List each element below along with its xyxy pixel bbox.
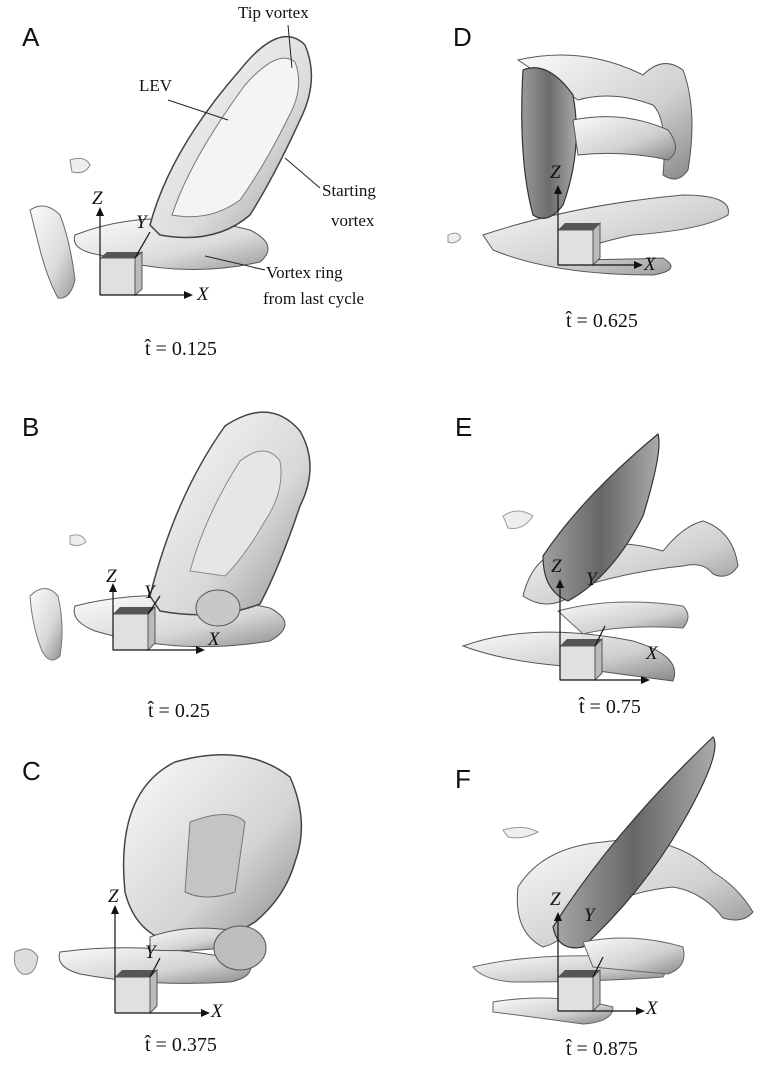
vortex-isosurface-b xyxy=(0,356,380,712)
panel-b: B Z Y X t̂ = 0.25 xyxy=(0,356,380,712)
time-label: t̂ = 0.375 xyxy=(145,1034,217,1057)
panel-a: A Tip vortex LEV Starting vortex Vor xyxy=(0,0,380,356)
annotation-lev: LEV xyxy=(139,75,172,96)
annotation-tip-vortex: Tip vortex xyxy=(238,2,309,23)
panel-e: E Z Y X t̂ = 0.75 xyxy=(383,356,763,712)
vortex-isosurface-f xyxy=(383,712,763,1068)
axis-label-y: Y xyxy=(584,905,595,927)
axis-label-x: X xyxy=(644,254,656,276)
axis-label-z: Z xyxy=(108,886,119,908)
time-label: t̂ = 0.875 xyxy=(566,1038,638,1061)
axis-label-z: Z xyxy=(550,162,561,184)
vortex-isosurface-d xyxy=(383,0,763,356)
axis-label-y: Y xyxy=(136,212,147,234)
axis-label-y: Y xyxy=(144,582,155,604)
axis-label-y: Y xyxy=(145,942,156,964)
axis-label-z: Z xyxy=(92,188,103,210)
axis-label-z: Z xyxy=(106,566,117,588)
axis-label-z: Z xyxy=(550,889,561,911)
annotation-starting-vortex-line2: vortex xyxy=(331,210,374,231)
vortex-isosurface-c xyxy=(0,712,380,1068)
annotation-vortex-ring-line1: Vortex ring xyxy=(266,262,343,283)
axis-label-z: Z xyxy=(551,556,562,578)
axis-label-x: X xyxy=(211,1001,223,1023)
axis-label-x: X xyxy=(646,643,658,665)
vortex-isosurface-e xyxy=(383,356,763,712)
annotation-vortex-ring-line2: from last cycle xyxy=(263,288,364,309)
axis-label-x: X xyxy=(208,629,220,651)
panel-d: D Z X t̂ = 0.625 xyxy=(383,0,763,356)
time-label: t̂ = 0.625 xyxy=(566,310,638,333)
panel-c: C Z Y X t̂ = 0.375 xyxy=(0,712,380,1068)
annotation-starting-vortex-line1: Starting xyxy=(322,180,376,201)
axis-label-x: X xyxy=(646,998,658,1020)
panel-f: F Z Y X t̂ = 0.875 xyxy=(383,712,763,1068)
axis-label-x: X xyxy=(197,284,209,306)
axis-label-y: Y xyxy=(586,569,597,591)
